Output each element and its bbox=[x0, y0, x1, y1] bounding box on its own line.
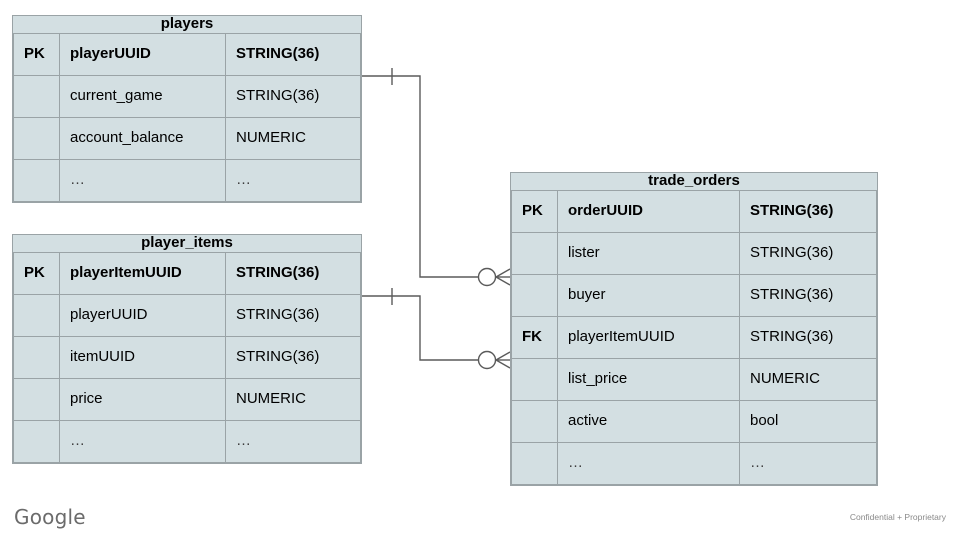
column-name: playerUUID bbox=[59, 293, 226, 337]
entity-title-row: trade_orders bbox=[511, 173, 877, 191]
column-name: orderUUID bbox=[557, 189, 740, 233]
entity-title-row: player_items bbox=[13, 235, 361, 253]
table-row[interactable]: itemUUID STRING(36) bbox=[13, 335, 361, 379]
column-name: … bbox=[59, 419, 226, 463]
table-row[interactable]: current_game STRING(36) bbox=[13, 74, 361, 118]
table-row[interactable]: playerUUID STRING(36) bbox=[13, 293, 361, 337]
table-row[interactable]: list_price NUMERIC bbox=[511, 357, 877, 401]
table-row[interactable]: … … bbox=[13, 158, 361, 202]
column-key bbox=[511, 231, 558, 275]
entity-players[interactable]: players PK playerUUID STRING(36) current… bbox=[12, 15, 362, 203]
entity-title: players bbox=[13, 16, 361, 34]
column-key bbox=[13, 293, 60, 337]
column-key: PK bbox=[13, 32, 60, 76]
column-type: STRING(36) bbox=[739, 231, 877, 275]
column-name: list_price bbox=[557, 357, 740, 401]
column-type: STRING(36) bbox=[225, 335, 361, 379]
column-key bbox=[13, 335, 60, 379]
column-key bbox=[13, 377, 60, 421]
column-name: lister bbox=[557, 231, 740, 275]
table-row[interactable]: buyer STRING(36) bbox=[511, 273, 877, 317]
column-key bbox=[511, 357, 558, 401]
table-row[interactable]: active bool bbox=[511, 399, 877, 443]
column-name: playerUUID bbox=[59, 32, 226, 76]
column-name: playerItemUUID bbox=[59, 251, 226, 295]
column-key: PK bbox=[511, 189, 558, 233]
table-row[interactable]: lister STRING(36) bbox=[511, 231, 877, 275]
table-row[interactable]: PK orderUUID STRING(36) bbox=[511, 189, 877, 233]
column-name: active bbox=[557, 399, 740, 443]
entity-title: trade_orders bbox=[511, 173, 877, 191]
table-row[interactable]: PK playerItemUUID STRING(36) bbox=[13, 251, 361, 295]
column-key bbox=[511, 273, 558, 317]
column-type: STRING(36) bbox=[225, 74, 361, 118]
column-name: current_game bbox=[59, 74, 226, 118]
column-name: account_balance bbox=[59, 116, 226, 160]
table-row[interactable]: PK playerUUID STRING(36) bbox=[13, 32, 361, 76]
table-row[interactable]: … … bbox=[511, 441, 877, 485]
column-key bbox=[13, 116, 60, 160]
column-key bbox=[511, 399, 558, 443]
column-type: NUMERIC bbox=[225, 116, 361, 160]
column-key: FK bbox=[511, 315, 558, 359]
column-key: PK bbox=[13, 251, 60, 295]
column-name: playerItemUUID bbox=[557, 315, 740, 359]
column-type: STRING(36) bbox=[225, 32, 361, 76]
entity-player-items[interactable]: player_items PK playerItemUUID STRING(36… bbox=[12, 234, 362, 464]
column-type: … bbox=[225, 419, 361, 463]
column-name: price bbox=[59, 377, 226, 421]
column-type: bool bbox=[739, 399, 877, 443]
column-name: … bbox=[59, 158, 226, 202]
confidentiality-notice: Confidential + Proprietary bbox=[849, 512, 946, 522]
column-type: STRING(36) bbox=[225, 251, 361, 295]
entity-title-row: players bbox=[13, 16, 361, 34]
column-name: … bbox=[557, 441, 740, 485]
column-type: … bbox=[739, 441, 877, 485]
column-name: itemUUID bbox=[59, 335, 226, 379]
column-type: STRING(36) bbox=[739, 189, 877, 233]
table-row[interactable]: price NUMERIC bbox=[13, 377, 361, 421]
column-key bbox=[13, 74, 60, 118]
column-type: STRING(36) bbox=[225, 293, 361, 337]
relationship-player-items-trade-orders[interactable] bbox=[362, 288, 511, 370]
column-type: STRING(36) bbox=[739, 273, 877, 317]
column-name: buyer bbox=[557, 273, 740, 317]
column-key bbox=[13, 158, 60, 202]
column-type: … bbox=[225, 158, 361, 202]
column-type: NUMERIC bbox=[739, 357, 877, 401]
column-key bbox=[511, 441, 558, 485]
table-row[interactable]: … … bbox=[13, 419, 361, 463]
entity-title: player_items bbox=[13, 235, 361, 253]
relationship-players-trade-orders[interactable] bbox=[362, 68, 511, 287]
column-type: STRING(36) bbox=[739, 315, 877, 359]
column-type: NUMERIC bbox=[225, 377, 361, 421]
google-logo: Google bbox=[14, 505, 86, 529]
entity-trade-orders[interactable]: trade_orders PK orderUUID STRING(36) lis… bbox=[510, 172, 878, 486]
table-row[interactable]: FK playerItemUUID STRING(36) bbox=[511, 315, 877, 359]
table-row[interactable]: account_balance NUMERIC bbox=[13, 116, 361, 160]
column-key bbox=[13, 419, 60, 463]
